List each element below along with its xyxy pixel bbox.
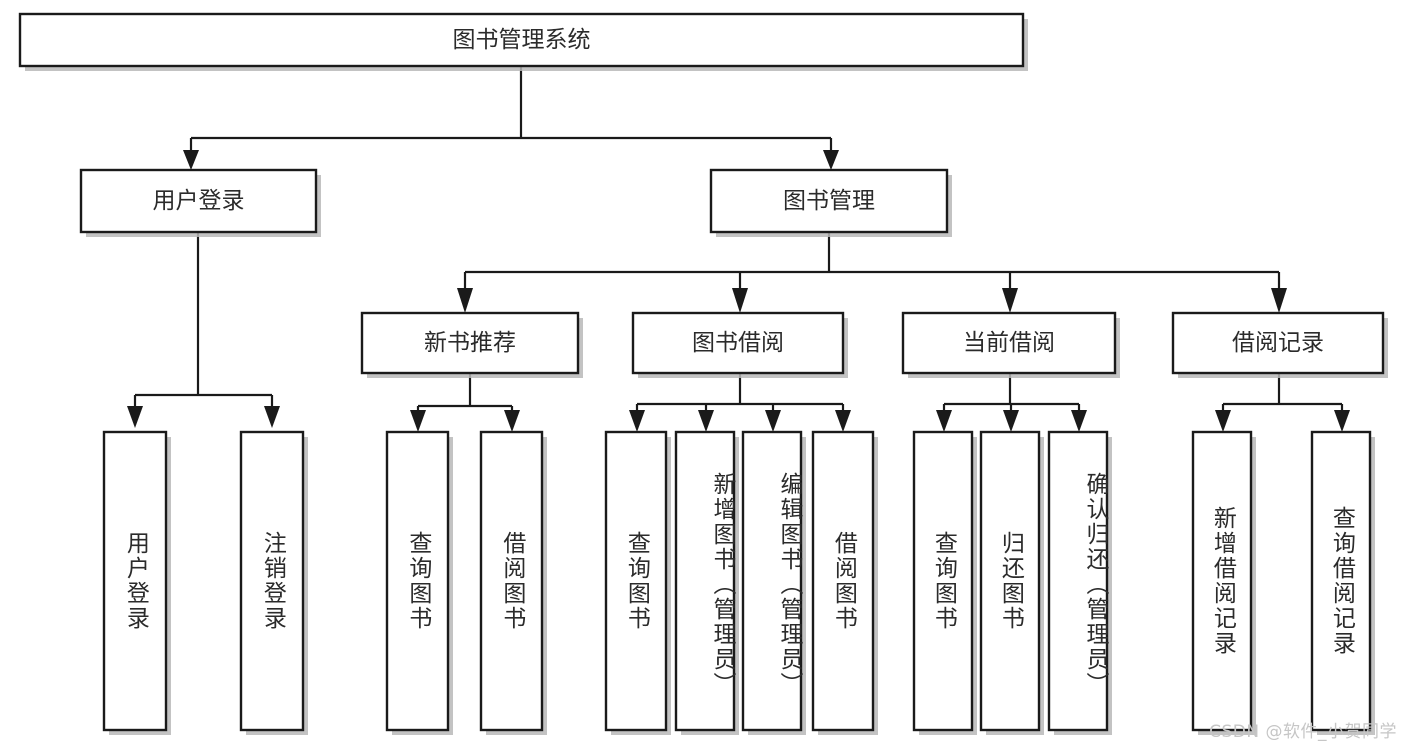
leaf-box-user-login-1[interactable]	[239, 430, 305, 732]
leaf-box-borrow-record-1[interactable]	[1310, 430, 1372, 732]
watermark-label: CSDN @软件_小贺同学	[1209, 722, 1397, 742]
leaf-label-book-borrow-2: 编辑图书（管理员）	[776, 471, 802, 697]
level2-node-box-new-book[interactable]	[360, 311, 580, 375]
leaf-label-new-book-1: 借阅图书	[498, 531, 525, 631]
arrowhead-bb-leaf3	[765, 410, 781, 432]
leaf-box-borrow-record-0[interactable]	[1191, 430, 1253, 732]
arrowhead-nb-leaf2	[504, 410, 520, 432]
arrowhead-book-borrow	[732, 288, 748, 313]
arrowhead-login	[183, 150, 199, 170]
leaf-label-current-borrow-0: 查询图书	[930, 531, 957, 631]
arrowhead-bb-leaf2	[698, 410, 714, 432]
arrowhead-cb-leaf1	[936, 410, 952, 432]
root-node-label: 图书管理系统	[452, 26, 591, 53]
leaf-box-current-borrow-0[interactable]	[912, 430, 974, 732]
leaf-label-book-borrow-0: 查询图书	[623, 531, 650, 631]
arrowhead-leaf-user-login	[127, 406, 143, 428]
leaf-box-book-borrow-0[interactable]	[604, 430, 668, 732]
leaf-box-book-borrow-3[interactable]	[811, 430, 875, 732]
level2-label-borrow-record: 借阅记录	[1232, 329, 1324, 356]
arrowhead-br-leaf2	[1334, 410, 1350, 432]
level2-node-box-borrow-record[interactable]	[1171, 311, 1385, 375]
leaf-label-book-borrow-3: 借阅图书	[830, 531, 857, 631]
leaf-label-current-borrow-2: 确认归还（管理员）	[1082, 471, 1108, 697]
leaf-box-new-book-1[interactable]	[479, 430, 544, 732]
arrowhead-cb-leaf2	[1003, 410, 1019, 432]
leaf-label-borrow-record-1: 查询借阅记录	[1328, 506, 1355, 656]
connector-group	[127, 66, 1350, 432]
arrowhead-new-book	[457, 288, 473, 313]
root-node-box[interactable]	[18, 12, 1025, 68]
level1-label-book-management: 图书管理	[783, 187, 875, 214]
leaf-box-book-borrow-2[interactable]	[741, 430, 803, 732]
leaf-box-current-borrow-1[interactable]	[979, 430, 1041, 732]
leaf-label-new-book-0: 查询图书	[404, 531, 431, 631]
level2-label-book-borrow: 图书借阅	[692, 329, 784, 356]
leaf-label-borrow-record-0: 新增借阅记录	[1209, 506, 1236, 656]
arrowhead-borrow-record	[1271, 288, 1287, 313]
leaf-box-user-login-0[interactable]	[102, 430, 168, 732]
arrowhead-cb-leaf3	[1071, 410, 1087, 432]
leaf-label-current-borrow-1: 归还图书	[997, 531, 1024, 631]
leaf-label-user-login-1: 注销登录	[259, 531, 286, 631]
arrowhead-bb-leaf1	[629, 410, 645, 432]
level2-label-current-borrow: 当前借阅	[963, 329, 1055, 356]
level1-node-box-book-management[interactable]	[709, 168, 949, 234]
level2-node-box-book-borrow[interactable]	[631, 311, 845, 375]
box-group	[18, 12, 1388, 735]
leaf-box-new-book-0[interactable]	[385, 430, 450, 732]
level1-node-box-user-login[interactable]	[79, 168, 318, 234]
leaf-box-current-borrow-2[interactable]	[1047, 430, 1109, 732]
leaf-label-book-borrow-1: 新增图书（管理员）	[709, 471, 735, 697]
arrowhead-current-borrow	[1002, 288, 1018, 313]
level2-node-box-current-borrow[interactable]	[901, 311, 1117, 375]
arrowhead-bb-leaf4	[835, 410, 851, 432]
arrowhead-bookmgmt	[823, 150, 839, 170]
leaf-box-book-borrow-1[interactable]	[674, 430, 736, 732]
arrowhead-br-leaf1	[1215, 410, 1231, 432]
leaf-label-user-login-0: 用户登录	[122, 531, 149, 631]
arrowhead-nb-leaf1	[410, 410, 426, 432]
level2-label-new-book: 新书推荐	[424, 329, 516, 356]
arrowhead-leaf-logout	[264, 406, 280, 428]
level1-label-user-login: 用户登录	[152, 187, 245, 214]
